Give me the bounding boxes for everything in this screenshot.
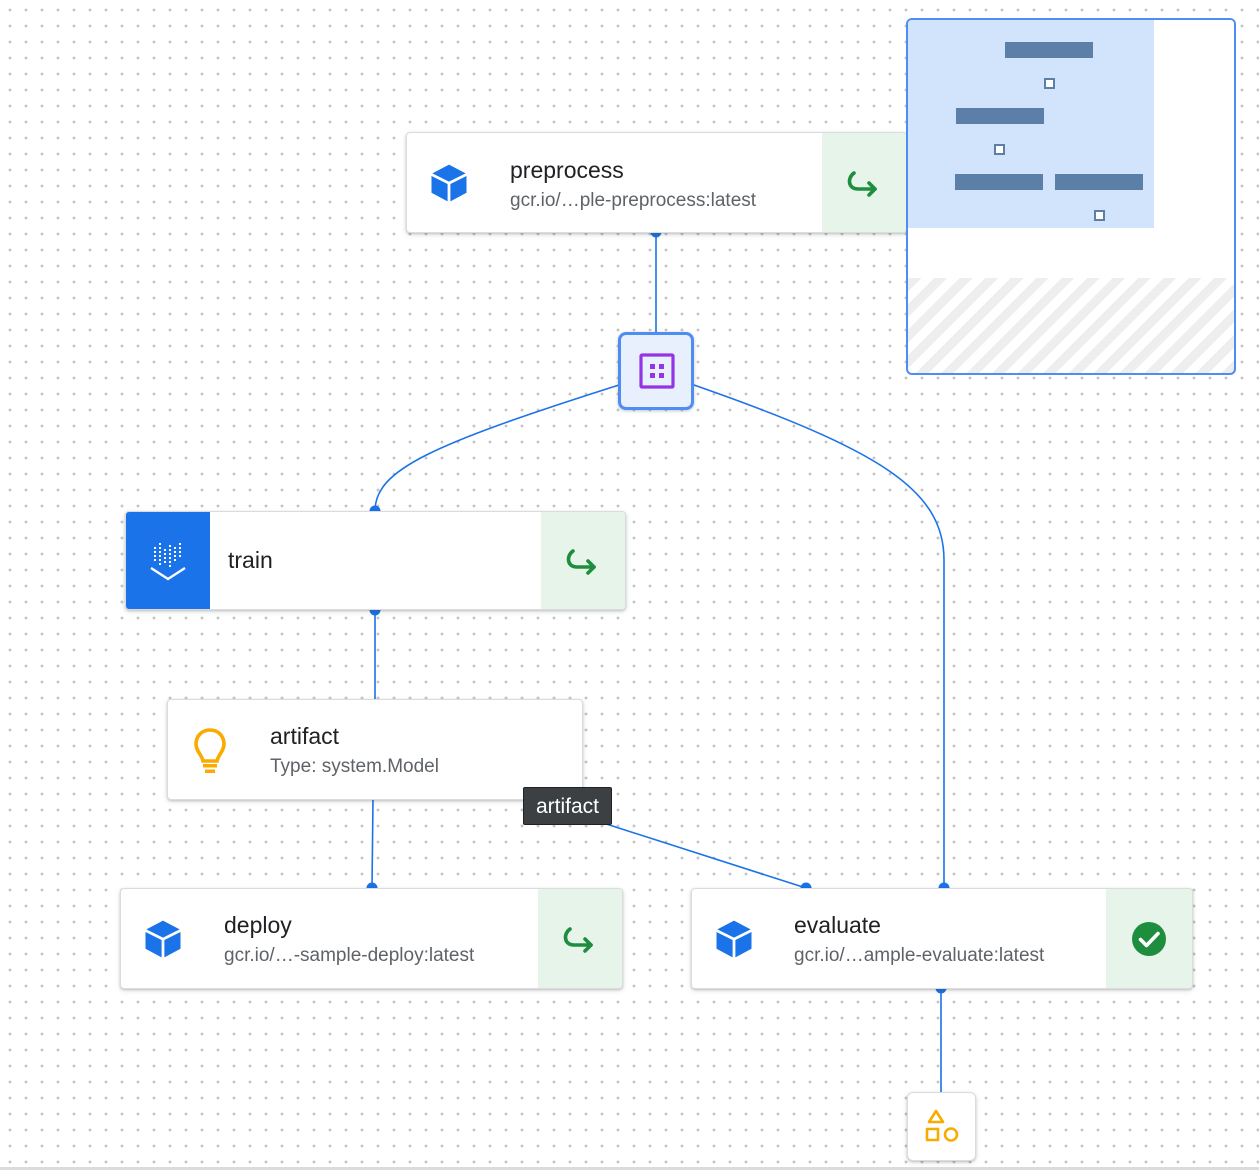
- minimap-node: [1005, 42, 1093, 58]
- cube-icon: [407, 133, 491, 232]
- minimap[interactable]: [906, 18, 1236, 375]
- artifact-tooltip: artifact: [523, 787, 613, 825]
- minimap-node: [1055, 174, 1143, 190]
- minimap-node: [1094, 210, 1105, 221]
- node-artifact[interactable]: artifact Type: system.Model: [167, 699, 583, 800]
- node-deploy[interactable]: deploy gcr.io/…-sample-deploy:latest: [120, 888, 623, 989]
- minimap-node: [955, 174, 1043, 190]
- output-artifact-node[interactable]: [907, 1092, 976, 1161]
- node-preprocess[interactable]: preprocess gcr.io/…ple-preprocess:latest: [406, 132, 907, 233]
- minimap-node: [1044, 78, 1055, 89]
- node-title: artifact: [270, 723, 340, 749]
- node-subtitle: Type: system.Model: [270, 756, 439, 777]
- cached-icon: [822, 133, 906, 232]
- cube-icon: [692, 889, 776, 988]
- cached-icon: [541, 512, 625, 609]
- node-subtitle: gcr.io/…ample-evaluate:latest: [794, 945, 1045, 966]
- cached-icon: [538, 889, 622, 988]
- node-title: evaluate: [794, 912, 881, 938]
- minimap-node: [994, 144, 1005, 155]
- canvas-bottom-border: [0, 1167, 1259, 1170]
- shapes-icon: [924, 1108, 960, 1149]
- cube-icon: [121, 889, 205, 988]
- node-title: train: [228, 547, 273, 573]
- edge-collection-to-train: [374, 384, 620, 512]
- collection-grid-icon: [639, 353, 675, 394]
- node-title: preprocess: [510, 157, 624, 183]
- edge-collection-to-evaluate: [693, 384, 945, 888]
- node-subtitle: gcr.io/…-sample-deploy:latest: [224, 945, 475, 966]
- node-train[interactable]: train: [125, 511, 626, 610]
- edge-artifact-to-deploy: [371, 798, 374, 889]
- custom-training-icon: [126, 512, 210, 609]
- node-evaluate[interactable]: evaluate gcr.io/…ample-evaluate:latest: [691, 888, 1193, 989]
- success-check-icon: [1106, 889, 1192, 988]
- artifact-collection-node[interactable]: [618, 332, 694, 410]
- minimap-node: [956, 108, 1044, 124]
- node-subtitle: gcr.io/…ple-preprocess:latest: [510, 190, 757, 211]
- edge-artifact-to-evaluate: [599, 821, 807, 889]
- node-title: deploy: [224, 912, 292, 938]
- lightbulb-icon: [168, 700, 252, 799]
